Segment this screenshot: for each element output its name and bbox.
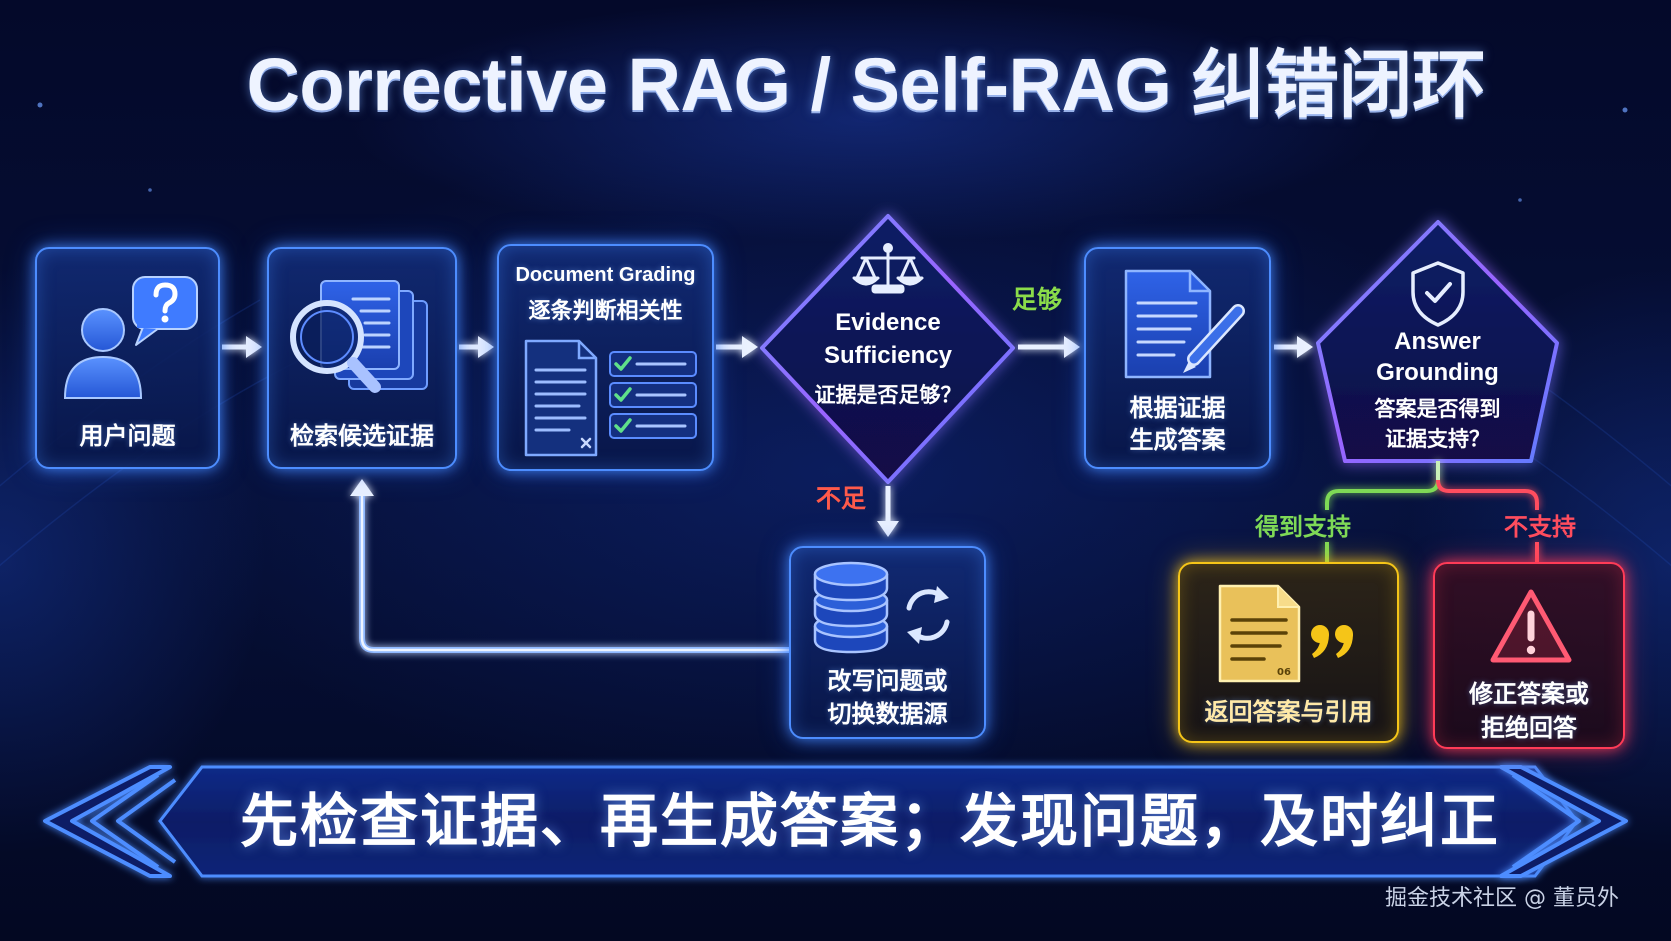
node-generate-answer: 根据证据 生成答案: [1084, 247, 1271, 469]
edge-label-enough: 足够: [1011, 285, 1062, 314]
checklist-rows: [609, 351, 697, 439]
grounding-title-line2: Grounding: [1376, 359, 1499, 386]
node-grading-title: Document Grading: [515, 264, 696, 286]
node-correct-line2: 拒绝回答: [1481, 714, 1577, 742]
banner-right-chevrons: [1499, 765, 1628, 878]
node-document-grading: Document Grading 逐条判断相关性: [497, 244, 714, 471]
node-generate-line2: 生成答案: [1129, 426, 1226, 454]
grounding-subtitle-line1: 答案是否得到: [1374, 397, 1501, 421]
edge-label-supported: 得到支持: [1255, 513, 1351, 541]
database-refresh-icon: [813, 561, 950, 654]
flow-arrows: [222, 336, 1313, 537]
document-checklist-icon: [524, 339, 697, 457]
shield-check-icon: [1411, 261, 1465, 327]
document-pen-icon: [1124, 269, 1245, 379]
node-rewrite-or-switch-source: 改写问题或 切换数据源: [789, 546, 986, 739]
grounding-branch-lines: [1325, 461, 1539, 562]
arrowhead: [1297, 336, 1313, 358]
node-return-answer-label: 返回答案与引用: [1204, 698, 1373, 726]
pen-icon: [1183, 304, 1245, 373]
bottom-banner: [43, 765, 1628, 878]
unsupported-branch: [1436, 479, 1539, 510]
node-rewrite-line2: 切换数据源: [827, 700, 948, 728]
banner-body: [158, 765, 1579, 878]
loop-back-arrow: [350, 479, 789, 653]
database-icon: [813, 561, 889, 654]
node-rewrite-line1: 改写问题或: [827, 667, 948, 695]
arrowhead: [478, 336, 494, 358]
document-badge-number: 06: [1277, 667, 1291, 678]
arrowhead: [246, 336, 262, 358]
grounding-subtitle-line2: 证据支持？: [1385, 427, 1490, 451]
node-generate-line1: 根据证据: [1129, 394, 1226, 422]
node-user-question: 用户问题: [35, 247, 220, 469]
warning-icon: [1490, 589, 1572, 663]
refresh-icon: [906, 586, 950, 644]
search-documents-icon: [290, 280, 428, 393]
quote-marks-icon: [1311, 625, 1353, 658]
arrowhead: [1064, 336, 1080, 358]
sufficiency-subtitle: 证据是否足够？: [814, 383, 962, 407]
grounding-title-line1: Answer: [1394, 328, 1481, 355]
arrowhead: [877, 521, 899, 537]
node-grading-subtitle: 逐条判断相关性: [528, 299, 683, 324]
document-quote-icon: 06: [1218, 584, 1353, 683]
sufficiency-title-line1: Evidence: [835, 309, 941, 336]
banner-left-chevrons: [43, 765, 177, 878]
node-correct-or-refuse: 修正答案或 拒绝回答: [1433, 562, 1625, 749]
arrowhead: [742, 336, 758, 358]
evidence-sufficiency-diamond: [760, 214, 1015, 484]
sufficiency-title-line2: Sufficiency: [823, 342, 953, 369]
node-correct-line1: 修正答案或: [1469, 680, 1589, 708]
node-retrieve-label: 检索候选证据: [290, 422, 434, 450]
user-question-icon: [63, 276, 198, 399]
node-user-question-label: 用户问题: [79, 422, 176, 450]
bottom-banner-text: 先检查证据、再生成答案；发现问题，及时纠正: [239, 787, 1500, 855]
supported-branch: [1325, 479, 1440, 510]
scales-icon: [852, 243, 924, 294]
page-title: Corrective RAG / Self-RAG 纠错闭环: [246, 43, 1486, 126]
watermark: 掘金技术社区 @ 董员外: [1385, 886, 1619, 911]
edge-label-unsupported: 不支持: [1504, 513, 1576, 541]
node-return-answer-with-citations: 06 返回答案与引用: [1178, 562, 1399, 743]
node-retrieve-candidates: 检索候选证据: [267, 247, 457, 469]
edge-label-insufficient: 不足: [815, 484, 866, 513]
reject-x-icon: [580, 437, 592, 449]
